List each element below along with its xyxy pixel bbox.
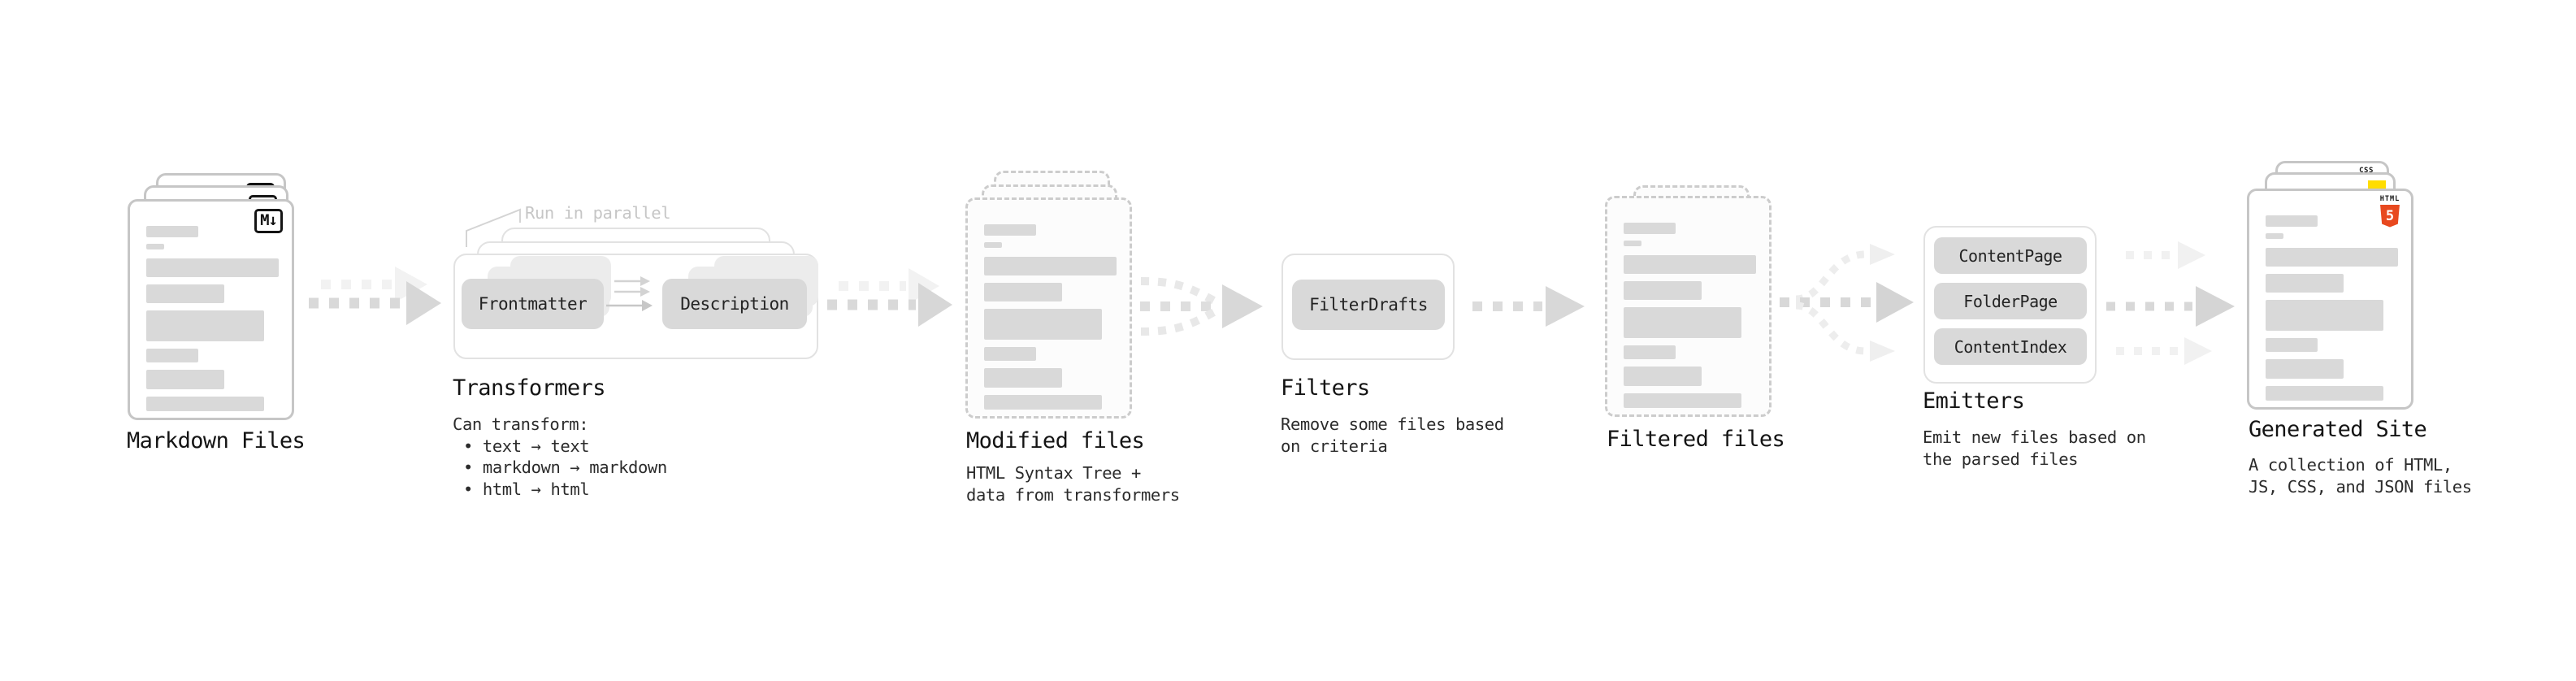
desc-line: Remove some files based [1281, 414, 1504, 434]
text-line-bar [146, 226, 198, 237]
text-line-bar [2266, 248, 2398, 267]
markdown-badge-icon: M↓ [254, 209, 283, 233]
pill-content-index: ContentIndex [1934, 328, 2087, 365]
text-line-bar [984, 347, 1036, 361]
desc-line: data from transformers [966, 484, 1180, 505]
stage-title-modified-files: Modified files [966, 428, 1145, 453]
pill-folder-page: FolderPage [1934, 283, 2087, 319]
text-line-bar [2266, 338, 2318, 352]
stage-title-emitters: Emitters [1923, 388, 2025, 414]
stage-title-filtered-files: Filtered files [1607, 427, 1785, 452]
text-line-bar [146, 258, 279, 277]
desc-line: JS, CSS, and JSON files [2249, 476, 2472, 497]
text-line-bar [1624, 281, 1702, 300]
arrow-modified-to-filters-merge [1140, 277, 1263, 336]
generated-html-file: HTML 5 [2247, 189, 2413, 410]
stage-title-markdown-files: Markdown Files [127, 428, 306, 453]
text-line-bar [146, 397, 264, 411]
filters-description: Remove some files based on criteria [1281, 414, 1504, 457]
text-line-bar [984, 283, 1062, 301]
text-line-bar [146, 310, 264, 341]
desc-line: • text → text [463, 436, 590, 456]
pill-content-page: ContentPage [1934, 237, 2087, 274]
pill-description: Description [662, 279, 807, 329]
html5-logo-shield: 5 [2380, 204, 2400, 228]
html5-logo-icon: HTML 5 [2378, 196, 2402, 228]
arrow-markdown-to-transformers [309, 267, 441, 325]
html5-logo-word: HTML [2379, 195, 2400, 203]
text-line-bar [1624, 255, 1756, 274]
text-line-bar [146, 349, 198, 362]
arrow-transformers-to-modified [827, 268, 952, 327]
markdown-file-front: M↓ [128, 199, 294, 420]
desc-line: the parsed files [1923, 449, 2079, 469]
run-in-parallel-note: Run in parallel [525, 203, 671, 223]
emitters-description: Emit new files based on the parsed files [1923, 427, 2146, 470]
desc-line: on criteria [1281, 436, 1388, 456]
stage-title-filters: Filters [1281, 375, 1370, 401]
pill-frontmatter: Frontmatter [462, 279, 604, 329]
html5-logo-number: 5 [2385, 207, 2395, 224]
arrow-filters-to-filtered [1472, 286, 1585, 327]
arrow-filtered-to-emitters-fanout [1780, 244, 1914, 362]
text-line-bar [1624, 393, 1741, 408]
modified-files-description: HTML Syntax Tree + data from transformer… [966, 462, 1180, 505]
text-line-bar [2266, 300, 2383, 331]
text-line-bar [1624, 367, 1702, 386]
text-line-bar [2266, 233, 2283, 239]
arrow-emitters-to-generated [2106, 241, 2235, 365]
text-line-bar [146, 284, 224, 303]
text-line-bar [2266, 359, 2344, 379]
text-line-bar [984, 242, 1002, 248]
text-line-bar [984, 224, 1036, 236]
text-line-bar [984, 395, 1102, 410]
transformers-description: Can transform: • text → text • markdown … [453, 414, 667, 500]
filtered-file-front [1605, 196, 1772, 417]
desc-line: • markdown → markdown [463, 458, 667, 477]
desc-line: Can transform: [453, 414, 589, 434]
js-logo-icon [2368, 180, 2386, 190]
generated-site-description: A collection of HTML, JS, CSS, and JSON … [2249, 454, 2472, 497]
pill-filter-drafts: FilterDrafts [1292, 280, 1445, 330]
modified-file-front [965, 197, 1132, 419]
text-line-bar [2266, 274, 2344, 293]
text-line-bar [146, 244, 164, 249]
text-line-bar [146, 370, 224, 389]
desc-line: • html → html [463, 479, 590, 499]
css-logo-text: CSS [2359, 167, 2374, 175]
desc-line: HTML Syntax Tree + [966, 463, 1141, 483]
text-line-bar [2266, 386, 2383, 401]
text-line-bar [984, 309, 1102, 340]
stage-title-transformers: Transformers [453, 375, 605, 401]
text-line-bar [984, 368, 1062, 388]
text-line-bar [1624, 307, 1741, 338]
text-line-bar [1624, 345, 1676, 359]
stage-title-generated-site: Generated Site [2249, 417, 2427, 442]
text-line-bar [1624, 223, 1676, 234]
text-line-bar [984, 257, 1117, 275]
desc-line: Emit new files based on [1923, 427, 2146, 447]
text-line-bar [1624, 241, 1641, 246]
text-line-bar [2266, 215, 2318, 227]
desc-line: A collection of HTML, [2249, 455, 2452, 475]
